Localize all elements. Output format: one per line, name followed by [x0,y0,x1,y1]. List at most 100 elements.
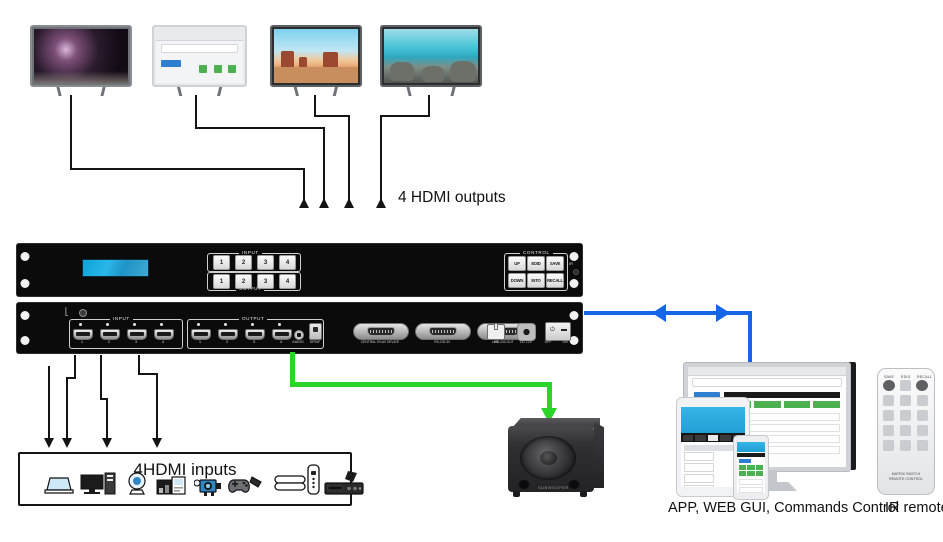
matrix-rear-panel[interactable]: ⎣ INPUT 1 2 3 4 OUTPUT 1 2 3 4 AUDIO SPD… [16,302,583,354]
output-led-1 [197,323,200,326]
monitor-stand [178,87,222,96]
source-icons-row [30,464,364,498]
phone-navbar[interactable] [737,453,765,457]
phone-button[interactable] [747,465,755,470]
hdmi-output-port-3[interactable] [245,329,265,340]
hdmi-output-label-2: 2 [225,339,229,344]
rack-ear-left [17,244,33,296]
tablet-cell[interactable] [684,452,714,461]
tv-stand [295,87,337,96]
rack-screw-hole [569,311,579,320]
remote-key-3[interactable] [917,395,928,406]
input-button-3[interactable]: 3 [257,255,274,270]
input-button-2[interactable]: 2 [235,255,252,270]
hdmi-input-port-2[interactable] [100,329,120,340]
remote-key-9[interactable] [917,425,928,436]
hdmi-input-port-1[interactable] [73,329,93,340]
display-monitor-webgui[interactable] [152,25,247,87]
tablet-nav-item-active[interactable] [707,434,719,441]
remote-key-lock[interactable] [900,440,911,451]
tv-screen-desert [274,29,358,83]
subwoofer[interactable]: SUBWOOFER [508,418,604,500]
webgui-button[interactable] [783,401,811,408]
input-arrow-2 [62,438,72,448]
remote-key-recall[interactable] [916,380,928,391]
subwoofer-foot [513,491,520,497]
spdif-out-port[interactable] [309,323,322,340]
serial-port-rs232-in[interactable] [415,323,471,340]
camcorder-icon [194,479,221,496]
power-switch[interactable]: ⏻ [545,322,571,341]
remote-key-8[interactable] [900,425,911,436]
tv-stand [58,87,105,96]
output-button-1[interactable]: 1 [213,274,230,289]
game-controller-icon [228,476,262,493]
display-tv-beach[interactable] [380,25,482,87]
hdmi-input-port-3[interactable] [127,329,147,340]
serial-port-central[interactable] [353,323,409,340]
phone-button[interactable] [747,471,755,476]
control-button-down[interactable]: DOWN [508,273,526,288]
input-led-1 [79,323,82,326]
display-tv-desert[interactable] [270,25,362,87]
rack-screw-hole [569,336,579,345]
remote-key-4[interactable] [883,410,894,421]
hdmi-output-port-4[interactable] [272,329,292,340]
serial-port-central-label: CENTRAL 5*1AV DEVICE [360,340,400,344]
audio-out-jack[interactable] [294,330,304,340]
webgui-button[interactable] [753,401,781,408]
control-button-recall[interactable]: RECALL [546,273,564,288]
control-button-up[interactable]: UP [508,256,526,271]
remote-key-save[interactable] [883,380,895,391]
tablet-cell[interactable] [684,463,714,472]
tablet-cell[interactable] [684,485,714,487]
webgui-button[interactable] [813,401,840,408]
tablet-nav-item[interactable] [683,434,694,441]
remote-key-enter[interactable] [917,440,928,451]
input-button-4[interactable]: 4 [279,255,296,270]
remote-key-5[interactable] [900,410,911,421]
tablet-section-header [684,445,742,451]
gui-status-chip [213,65,222,73]
spdif-out-label: SPDIF [309,340,321,344]
phone-button[interactable] [739,465,747,470]
remote-key-edid[interactable] [900,380,911,391]
hdmi-output-label-1: 1 [198,339,202,344]
lan-port[interactable] [487,324,505,340]
browser-addressbar[interactable] [692,378,842,387]
output-button-4[interactable]: 4 [279,274,296,289]
control-button-save[interactable]: SAVE [546,256,564,271]
output-led-3 [251,323,254,326]
control-phone[interactable] [733,435,769,500]
tablet-nav-item[interactable] [695,434,706,441]
hdmi-output-port-1[interactable] [191,329,211,340]
input-wire-3 [100,398,108,400]
control-devices-caption: APP, WEB GUI, Commands Control [668,500,900,516]
input-arrow-1 [44,438,54,448]
phone-button[interactable] [739,471,747,476]
phone-button[interactable] [755,465,763,470]
remote-key-0[interactable] [883,440,894,451]
remote-key-1[interactable] [883,395,894,406]
output-button-2[interactable]: 2 [235,274,252,289]
control-button-into[interactable]: INTO [527,273,545,288]
rock-shape [421,65,445,82]
audio-wire-vertical-left [290,352,295,384]
output-button-3[interactable]: 3 [257,274,274,289]
remote-key-7[interactable] [883,425,894,436]
matrix-front-panel[interactable]: INPUT 1 2 3 4 OUTPUT 1 2 3 4 CONTROL UP … [16,243,583,297]
display-tv-fireworks[interactable] [30,25,132,87]
phone-button[interactable] [755,471,763,476]
hdmi-output-port-2[interactable] [218,329,238,340]
ir-remote[interactable]: SAVE EDID RECALL MATRIX SWITCH REMOTE CO… [877,368,935,495]
tablet-cell[interactable] [684,474,714,483]
input-button-1[interactable]: 1 [213,255,230,270]
dc-power-jack[interactable] [517,323,536,341]
input-arrow-3 [102,438,112,448]
hdmi-input-port-4[interactable] [154,329,174,340]
control-button-edid[interactable]: EDID [527,256,545,271]
remote-key-2[interactable] [900,395,911,406]
remote-key-6[interactable] [917,410,928,421]
tablet-nav-item[interactable] [720,434,731,441]
subwoofer-port-right [568,480,580,489]
